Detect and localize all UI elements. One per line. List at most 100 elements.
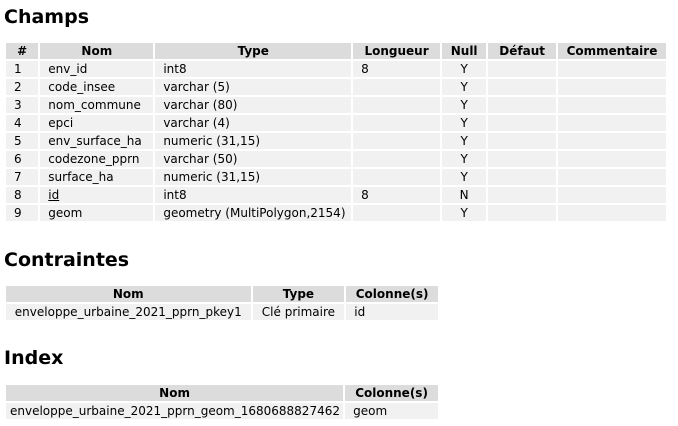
field-longueur <box>353 169 440 185</box>
column-header-nom: Nom <box>6 286 251 302</box>
field-nom: code_insee <box>40 79 154 95</box>
field-defaut <box>488 97 556 113</box>
section-title-index: Index <box>4 347 64 369</box>
field-commentaire <box>557 187 666 203</box>
table-row: enveloppe_urbaine_2021_pprn_geom_1680688… <box>6 403 438 419</box>
field-commentaire <box>557 169 666 185</box>
field-null: Y <box>441 169 487 185</box>
field-nom: env_surface_ha <box>40 133 154 149</box>
field-num: 3 <box>6 97 39 113</box>
constraint-name: enveloppe_urbaine_2021_pprn_pkey1 <box>6 304 251 320</box>
field-type: varchar (5) <box>155 79 352 95</box>
field-num: 6 <box>6 151 39 167</box>
field-num: 1 <box>6 61 39 77</box>
column-header-colonnes: Colonne(s) <box>345 385 438 401</box>
field-longueur <box>353 115 440 131</box>
field-null: N <box>441 187 487 203</box>
field-defaut <box>488 79 556 95</box>
field-longueur <box>353 79 440 95</box>
field-defaut <box>488 187 556 203</box>
field-nom: id <box>40 187 154 203</box>
field-nom: nom_commune <box>40 97 154 113</box>
index-header-row: Nom Colonne(s) <box>6 385 438 401</box>
column-header-nom: Nom <box>6 385 344 401</box>
column-header-defaut: Défaut <box>488 43 556 59</box>
field-commentaire <box>557 97 666 113</box>
field-defaut <box>488 133 556 149</box>
field-num: 8 <box>6 187 39 203</box>
column-header-nom: Nom <box>40 43 154 59</box>
primary-key-name: id <box>48 188 60 202</box>
field-commentaire <box>557 79 666 95</box>
section-title-champs: Champs <box>4 6 89 28</box>
field-commentaire <box>557 151 666 167</box>
field-num: 2 <box>6 79 39 95</box>
column-header-num: # <box>6 43 39 59</box>
column-header-longueur: Longueur <box>353 43 440 59</box>
field-defaut <box>488 115 556 131</box>
field-type: int8 <box>155 187 352 203</box>
field-type: numeric (31,15) <box>155 133 352 149</box>
column-header-null: Null <box>441 43 487 59</box>
index-name: enveloppe_urbaine_2021_pprn_geom_1680688… <box>6 403 344 419</box>
field-null: Y <box>441 79 487 95</box>
fields-header-row: # Nom Type Longueur Null Défaut Commenta… <box>6 43 666 59</box>
fields-table: # Nom Type Longueur Null Défaut Commenta… <box>4 41 668 223</box>
field-nom: geom <box>40 205 154 221</box>
field-type: geometry (MultiPolygon,2154) <box>155 205 352 221</box>
field-nom: codezone_pprn <box>40 151 154 167</box>
field-longueur: 8 <box>353 187 440 203</box>
column-header-type: Type <box>252 286 345 302</box>
constraint-columns: id <box>346 304 438 320</box>
field-commentaire <box>557 133 666 149</box>
field-num: 4 <box>6 115 39 131</box>
field-type: numeric (31,15) <box>155 169 352 185</box>
section-title-contraintes: Contraintes <box>4 249 130 271</box>
field-nom: epci <box>40 115 154 131</box>
table-row: enveloppe_urbaine_2021_pprn_pkey1 Clé pr… <box>6 304 438 320</box>
index-columns: geom <box>345 403 438 419</box>
field-type: varchar (80) <box>155 97 352 113</box>
field-null: Y <box>441 133 487 149</box>
field-defaut <box>488 205 556 221</box>
field-commentaire <box>557 115 666 131</box>
column-header-commentaire: Commentaire <box>557 43 666 59</box>
field-longueur: 8 <box>353 61 440 77</box>
field-longueur <box>353 151 440 167</box>
column-header-type: Type <box>155 43 352 59</box>
column-header-colonnes: Colonne(s) <box>346 286 438 302</box>
field-null: Y <box>441 61 487 77</box>
field-num: 7 <box>6 169 39 185</box>
field-null: Y <box>441 115 487 131</box>
field-commentaire <box>557 61 666 77</box>
field-null: Y <box>441 151 487 167</box>
field-commentaire <box>557 205 666 221</box>
field-type: varchar (50) <box>155 151 352 167</box>
field-nom: surface_ha <box>40 169 154 185</box>
field-type: int8 <box>155 61 352 77</box>
field-longueur <box>353 97 440 113</box>
field-longueur <box>353 133 440 149</box>
field-null: Y <box>441 205 487 221</box>
field-num: 5 <box>6 133 39 149</box>
field-defaut <box>488 151 556 167</box>
constraints-header-row: Nom Type Colonne(s) <box>6 286 438 302</box>
field-nom: env_id <box>40 61 154 77</box>
index-table: Nom Colonne(s) enveloppe_urbaine_2021_pp… <box>4 383 440 421</box>
field-defaut <box>488 61 556 77</box>
constraint-type: Clé primaire <box>252 304 345 320</box>
field-null: Y <box>441 97 487 113</box>
field-defaut <box>488 169 556 185</box>
field-num: 9 <box>6 205 39 221</box>
constraints-table: Nom Type Colonne(s) enveloppe_urbaine_20… <box>4 284 440 322</box>
